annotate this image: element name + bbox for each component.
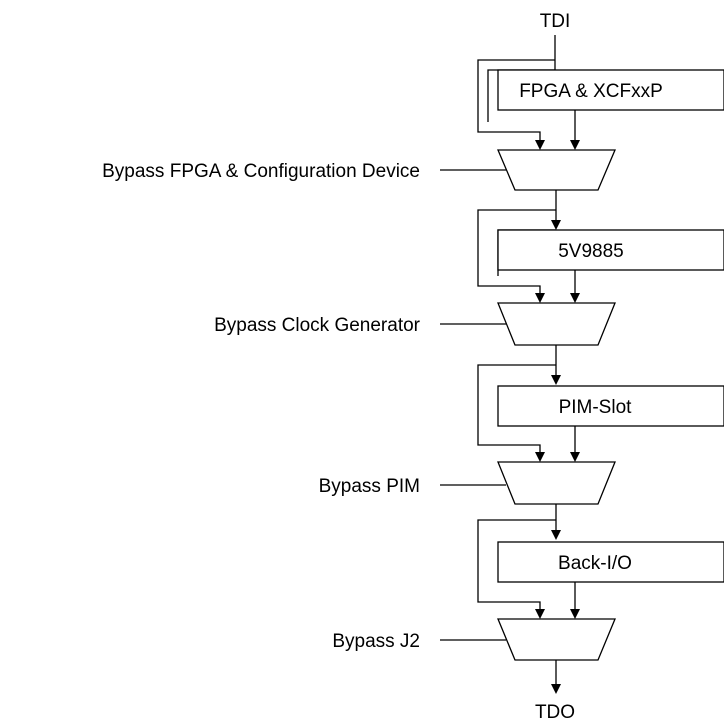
mux-bypass-clock bbox=[497, 302, 616, 346]
device-box bbox=[497, 229, 724, 271]
device-box bbox=[497, 541, 724, 583]
bypass-label: Bypass J2 bbox=[332, 631, 420, 652]
tdo-arrow bbox=[551, 684, 561, 694]
device-arrow bbox=[570, 293, 580, 303]
tdi-label: TDI bbox=[540, 11, 571, 32]
device-box bbox=[497, 385, 724, 427]
bypass-arrow bbox=[535, 609, 545, 619]
stage-fpga: FPGA & XCFxxP Bypass FPGA & Configuratio… bbox=[102, 50, 724, 210]
bypass-label: Bypass PIM bbox=[319, 476, 420, 497]
input-wire bbox=[477, 364, 556, 452]
bypass-arrow bbox=[535, 140, 545, 150]
input-wire bbox=[477, 50, 556, 140]
device-label: PIM-Slot bbox=[559, 397, 633, 418]
device-arrow bbox=[570, 452, 580, 462]
device-box bbox=[497, 69, 724, 111]
bypass-label: Bypass FPGA & Configuration Device bbox=[102, 161, 420, 182]
device-label: 5V9885 bbox=[558, 241, 624, 262]
bypass-arrow bbox=[535, 293, 545, 303]
stage-clock: 5V9885 Bypass Clock Generator bbox=[214, 209, 724, 365]
device-arrow bbox=[570, 140, 580, 150]
device-input-arrow bbox=[551, 375, 561, 385]
input-wire bbox=[477, 519, 556, 609]
input-wire bbox=[477, 209, 556, 293]
device-label: Back-I/O bbox=[558, 553, 632, 574]
mux-bypass-fpga bbox=[497, 149, 616, 191]
stage-pim: PIM-Slot Bypass PIM bbox=[319, 364, 724, 520]
bypass-arrow bbox=[535, 452, 545, 462]
tdo-label: TDO bbox=[535, 702, 575, 723]
device-arrow bbox=[570, 609, 580, 619]
device-label: FPGA & XCFxxP bbox=[519, 81, 663, 102]
device-input-arrow bbox=[551, 530, 561, 540]
mux-bypass-j2 bbox=[497, 618, 616, 661]
bypass-label: Bypass Clock Generator bbox=[214, 315, 421, 336]
mux-bypass-pim bbox=[497, 461, 616, 505]
stage-j2: Back-I/O Bypass J2 bbox=[332, 519, 724, 694]
device-input-arrow bbox=[551, 220, 561, 230]
